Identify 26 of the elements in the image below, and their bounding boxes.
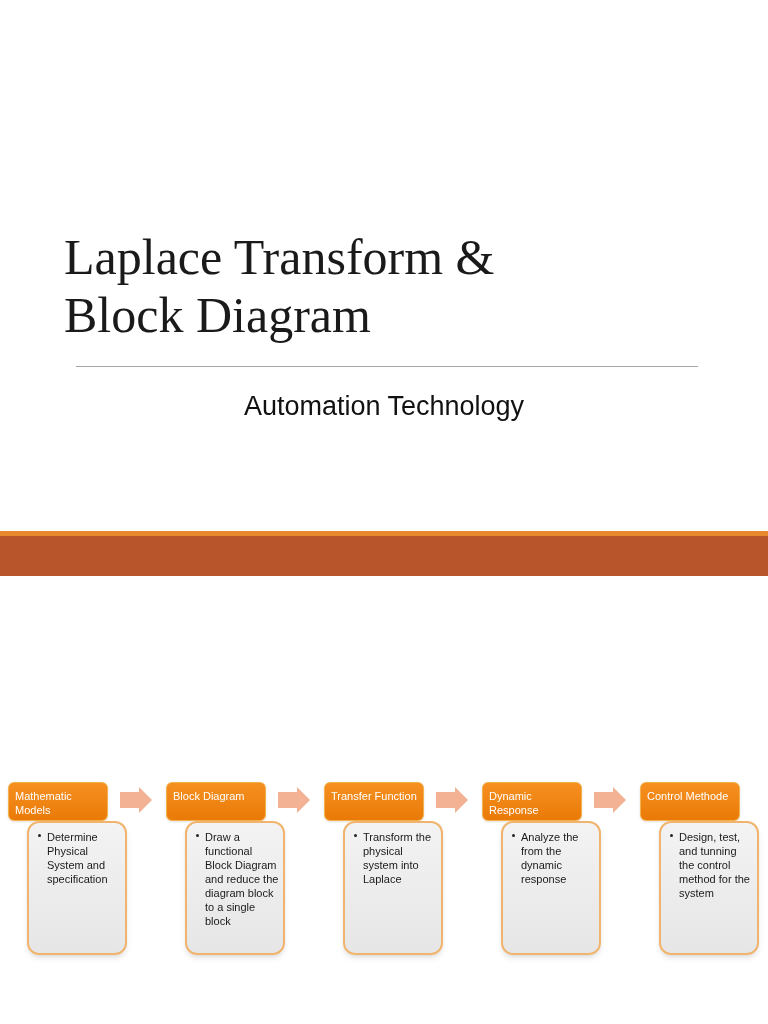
- step-title: Mathematic Models: [15, 789, 73, 817]
- step-card: [185, 821, 285, 955]
- step-card: [27, 821, 127, 955]
- slide-title: Laplace Transform & Block Diagram: [64, 228, 496, 344]
- block-arrow: [120, 787, 152, 813]
- step-description: Design, test, and tunning the control method for the system: [679, 830, 751, 900]
- step-header: [324, 782, 424, 821]
- step-title: Control Methode: [647, 789, 730, 803]
- step-header: [8, 782, 108, 821]
- step-card: [343, 821, 443, 955]
- step-description: Transform the physical system into Laplace: [363, 830, 433, 886]
- step-card: [501, 821, 601, 955]
- block-arrow: [594, 787, 626, 813]
- step-description: Analyze the from the dynamic response: [521, 830, 580, 886]
- block-arrow: [278, 787, 310, 813]
- step-card: [659, 821, 759, 955]
- step-title: Block Diagram: [173, 789, 246, 803]
- step-title: Transfer Function: [331, 789, 417, 803]
- block-arrow: [436, 787, 468, 813]
- subtitle: Automation Technology: [242, 390, 526, 423]
- step-title: Dynamic Response: [489, 789, 540, 817]
- step-description: Determine Physical System and specification: [47, 830, 109, 886]
- step-header: [640, 782, 740, 821]
- step-header: [482, 782, 582, 821]
- step-header: [166, 782, 266, 821]
- step-description: Draw a functional Block Diagram and reduce the diagram block to a single block: [205, 830, 279, 928]
